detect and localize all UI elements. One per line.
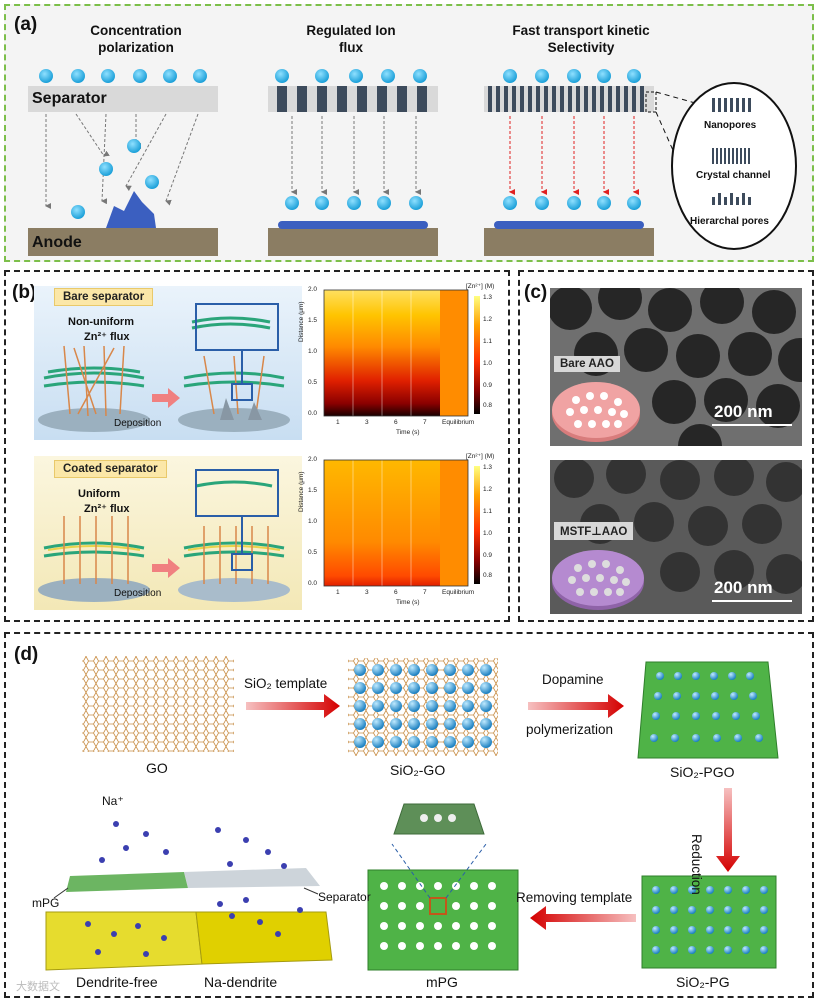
xtick-top-2: 6: [394, 419, 398, 426]
xtick-bot-3: 7: [423, 589, 427, 596]
cbtick-top-3: 1.0: [483, 360, 493, 367]
xtick-bot-1: 3: [365, 589, 369, 596]
ytick-top-1: 1.5: [308, 317, 318, 324]
scale-bottom: 200 nm: [714, 578, 773, 597]
panel-a-label: (a): [14, 14, 38, 35]
bare-deposition: Deposition: [114, 418, 162, 429]
ytick-top-3: 0.5: [308, 379, 318, 386]
col2-title: Regulated Ion flux: [306, 23, 396, 55]
bare-flux-ion: Zn²⁺ flux: [84, 331, 130, 343]
bare-aao-disc: [552, 382, 640, 442]
ylabel-top: Distance (μm): [298, 301, 305, 342]
panel-b-label: (b): [12, 282, 37, 303]
cbtick-top-5: 0.8: [483, 402, 493, 409]
col1-title: Concentration polarization: [90, 23, 182, 55]
anode-label: Anode: [32, 234, 82, 251]
xlabel-top: Time (s): [396, 429, 420, 436]
label-sio2-pgo: SiO₂-PGO: [670, 764, 735, 780]
step-removing-template: Removing template: [516, 890, 633, 905]
coated-flux: Uniform: [78, 488, 121, 500]
coated-deposition: Deposition: [114, 588, 162, 599]
xtick-bot-0: 1: [336, 589, 340, 596]
panel-c-label: (c): [524, 282, 548, 303]
xtick-top-4: Equilibrium: [442, 419, 475, 426]
ytick-bot-4: 0.0: [308, 580, 318, 587]
ytick-bot-2: 1.0: [308, 518, 318, 525]
scale-top: 200 nm: [714, 402, 773, 421]
panel-a: (a) Concentration polarization Regulated…: [4, 4, 814, 262]
bare-aao-label: Bare AAO: [554, 356, 620, 372]
label-na-dendrite: Na-dendrite: [204, 974, 278, 990]
coated-schematic-art: [38, 469, 290, 602]
coated-flux-ion: Zn²⁺ flux: [84, 503, 130, 515]
label-mpg: mPG: [426, 974, 458, 990]
step-dopamine: Dopamine: [542, 672, 604, 687]
cbtick-bot-2: 1.1: [483, 508, 493, 515]
coated-tab: Coated separator: [54, 460, 167, 478]
ytick-top-2: 1.0: [308, 348, 318, 355]
panel-c: (c) Bare AAO 200 nm: [518, 270, 814, 622]
label-dendrite-free: Dendrite-free: [76, 974, 158, 990]
bare-tab: Bare separator: [54, 288, 154, 306]
step-sio2-template: SiO₂ template: [244, 676, 328, 691]
cbtick-top-0: 1.3: [483, 294, 493, 301]
ytick-bot-0: 2.0: [308, 456, 318, 463]
cbtick-bot-3: 1.0: [483, 530, 493, 537]
ytick-bot-1: 1.5: [308, 487, 318, 494]
zoom-crystal-channel: Crystal channel: [696, 170, 771, 181]
panel-d-label: (d): [14, 644, 39, 665]
cbtick-bot-5: 0.8: [483, 572, 493, 579]
scale-bar-bottom: [712, 600, 792, 602]
ylabel-bot: Distance (μm): [298, 471, 305, 512]
cbtick-top-2: 1.1: [483, 338, 493, 345]
label-separator: Separator: [318, 890, 371, 904]
ytick-top-4: 0.0: [308, 410, 318, 417]
bare-flux: Non-uniform: [68, 316, 134, 328]
cbtick-top-1: 1.2: [483, 316, 493, 323]
ytick-top-0: 2.0: [308, 286, 318, 293]
cb-label-top: [Zn²⁺] (M): [466, 283, 495, 290]
col3-title: Fast transport kinetic Selectivity: [512, 23, 650, 55]
label-go: GO: [146, 760, 168, 776]
zoom-nanopores: Nanopores: [704, 120, 757, 131]
step-reduction: Reduction: [689, 834, 704, 895]
label-sio2-go: SiO₂-GO: [390, 762, 446, 778]
panel-a-diagram: [28, 69, 797, 256]
ytick-bot-3: 0.5: [308, 549, 318, 556]
cbtick-bot-0: 1.3: [483, 464, 493, 471]
xtick-top-3: 7: [423, 419, 427, 426]
cbtick-top-4: 0.9: [483, 382, 493, 389]
step-polymerization: polymerization: [526, 722, 614, 737]
scale-bar-top: [712, 424, 792, 426]
mstf-aao-disc: [552, 550, 644, 610]
cbtick-bot-4: 0.9: [483, 552, 493, 559]
separator-label: Separator: [32, 90, 107, 107]
watermark: 大数据文: [16, 981, 60, 993]
xtick-top-0: 1: [336, 419, 340, 426]
label-sio2-pg: SiO₂-PG: [676, 974, 730, 990]
panel-d: (d): [4, 632, 814, 998]
cbtick-bot-1: 1.2: [483, 486, 493, 493]
zoom-hierarchal-pores: Hierarchal pores: [690, 216, 769, 227]
panel-d-diagram: [45, 656, 779, 971]
xtick-top-1: 3: [365, 419, 369, 426]
bare-schematic-art: [38, 303, 290, 432]
mstf-aao-label: MSTF⊥AAO: [554, 522, 634, 540]
panel-b: (b) Bare separator Non-uniform Zn²⁺ flux…: [4, 270, 510, 622]
xtick-bot-2: 6: [394, 589, 398, 596]
heatmaps: [323, 289, 480, 587]
xlabel-bot: Time (s): [396, 599, 420, 606]
cb-label-bot: [Zn²⁺] (M): [466, 453, 495, 460]
xtick-bot-4: Equilibrium: [442, 589, 475, 596]
label-mpg-small: mPG: [32, 896, 60, 910]
label-na-ion: Na⁺: [102, 794, 124, 808]
